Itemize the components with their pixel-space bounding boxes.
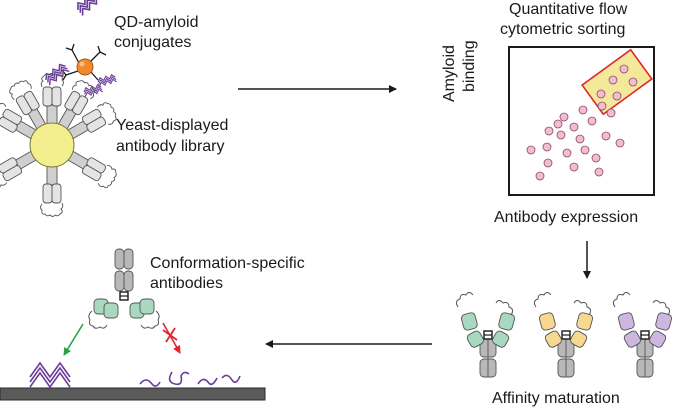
- conformation-label-line2: antibodies: [150, 275, 223, 292]
- no-binding-cross-icon: [162, 322, 181, 354]
- conformation-label-line1: Conformation-specific: [150, 255, 305, 272]
- binding-arrow-icon: [63, 323, 84, 356]
- qd-amyloid-conjugate-icon: [42, 0, 118, 98]
- affinity-label: Affinity maturation: [492, 390, 620, 407]
- qd-label-line2: conjugates: [114, 34, 192, 51]
- yeast-cell-icon: [0, 73, 121, 217]
- qd-label-line1: QD-amyloid: [114, 14, 199, 31]
- specific-antibody-icon: [88, 248, 160, 329]
- surface-icon: [0, 361, 266, 401]
- sort-label-line2: cytometric sorting: [500, 21, 626, 38]
- sort-label-line1: Quantitative flow: [509, 1, 628, 18]
- x-axis-label: Antibody expression: [494, 209, 639, 226]
- yeast-label-line1: Yeast-displayed: [116, 117, 229, 134]
- antibody-icon: [455, 292, 673, 378]
- yeast-label-line2: antibody library: [116, 138, 225, 155]
- flow-plot-icon: [508, 46, 655, 196]
